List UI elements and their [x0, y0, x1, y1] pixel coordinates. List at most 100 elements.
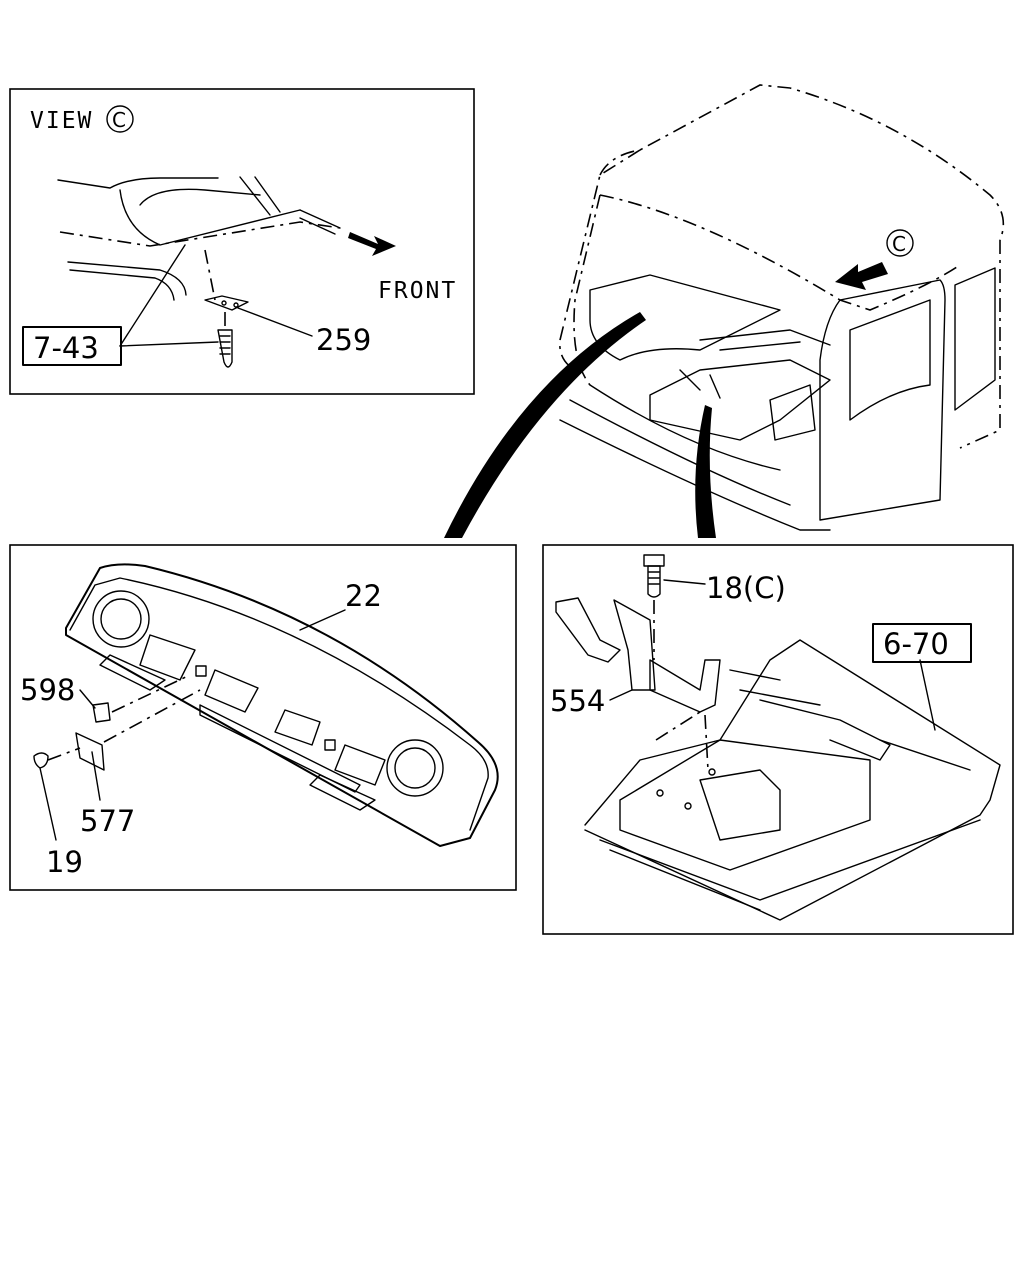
view-title: VIEW — [30, 108, 93, 134]
leader-554 — [609, 689, 633, 701]
bracket-clip — [679, 369, 721, 399]
bracket-554-body — [613, 599, 656, 691]
floor-outline — [584, 639, 1001, 921]
overhead-console — [589, 274, 781, 361]
part-label-554[interactable]: 554 — [550, 684, 605, 718]
roof-edge-line — [57, 177, 219, 189]
part-label-259[interactable]: 259 — [316, 323, 371, 357]
leader-598 — [79, 689, 96, 709]
part-label-18c[interactable]: 18(C) — [706, 571, 786, 605]
leader-259 — [237, 307, 313, 337]
floor-edge — [599, 819, 981, 911]
screw-threads — [219, 335, 231, 355]
bolt-18c-shaft — [647, 565, 661, 598]
seat-back — [769, 384, 816, 441]
leader-22 — [299, 609, 346, 631]
front-label: FRONT — [378, 278, 457, 304]
clip-598 — [92, 702, 111, 723]
leader-7-43-screw — [119, 341, 219, 347]
view-c-marker: C — [106, 105, 134, 133]
console-rail — [199, 704, 361, 793]
roof-rail — [299, 209, 341, 235]
floor-panel: 18(C) 554 6-70 — [542, 544, 1014, 935]
windshield-left — [573, 194, 601, 386]
bracket-554-left — [555, 597, 621, 663]
windshield-top — [599, 194, 961, 311]
bracket-577 — [75, 732, 105, 771]
cab-view-marker-letter: C — [892, 232, 906, 256]
dash-19 — [47, 747, 81, 761]
dash-line — [589, 384, 781, 471]
console-slot-1 — [139, 634, 196, 681]
right-lamp — [386, 739, 444, 797]
left-lamp — [92, 590, 150, 648]
console-slot-2 — [204, 669, 259, 713]
bracket-259 — [204, 295, 249, 311]
ref-box-7-43-label: 7-43 — [33, 331, 99, 365]
leader-19 — [39, 767, 57, 841]
clip-hole — [195, 665, 207, 677]
view-c-frame — [9, 88, 475, 395]
interior-lines — [699, 329, 831, 351]
clip-hole-2 — [324, 739, 336, 751]
lower-trim-line-2 — [69, 269, 175, 301]
floor-rear-step — [759, 699, 891, 761]
ref-box-7-43[interactable] — [22, 326, 122, 366]
cab-left-pillar — [558, 149, 641, 371]
floor-seat-base — [699, 769, 781, 841]
view-c-arrow-icon — [835, 262, 888, 290]
roof-panel-line — [119, 189, 301, 246]
overhead-console-body — [65, 563, 499, 847]
console-inner-edge — [69, 577, 489, 831]
floor-frame — [542, 544, 1014, 935]
view-c-panel: VIEW C FRONT 7-43 259 — [9, 88, 475, 395]
roof-rib-2 — [254, 176, 281, 213]
part-label-598[interactable]: 598 — [20, 673, 75, 707]
screw-7-43 — [217, 329, 233, 368]
roof-dash-line — [59, 221, 341, 247]
pointer-to-floor — [695, 405, 716, 538]
front-arrow-icon — [348, 232, 396, 256]
console-slot-4 — [334, 744, 386, 786]
floor-bracket-area — [649, 359, 831, 441]
cab-illustration: C — [444, 84, 1005, 538]
ref-box-6-70[interactable] — [872, 623, 972, 663]
lower-trim-line — [67, 261, 187, 296]
rear-window — [954, 267, 996, 411]
dash-577 — [103, 689, 201, 743]
bracket-dash — [655, 711, 709, 771]
console-clip-base-2 — [309, 774, 376, 811]
right-lamp-lens — [394, 747, 436, 789]
bolt-18c-head — [643, 554, 665, 567]
roof-rib — [239, 176, 271, 216]
screw-19 — [33, 752, 49, 769]
roof-panel-inner — [139, 188, 261, 206]
pointer-to-console — [444, 312, 646, 538]
door-window — [849, 299, 931, 421]
bracket-554-arm — [649, 659, 721, 713]
part-label-577[interactable]: 577 — [80, 804, 135, 838]
console-panel: 22 598 577 19 — [9, 544, 517, 891]
leader-18c — [663, 579, 706, 585]
console-clip-base — [99, 654, 166, 691]
part-label-22[interactable]: 22 — [345, 579, 382, 613]
left-lamp-lens — [100, 598, 142, 640]
leader-6-70 — [919, 659, 936, 731]
bolt-threads — [648, 571, 660, 585]
dash-598 — [111, 674, 191, 713]
floor-ribs — [729, 669, 971, 771]
part-label-19[interactable]: 19 — [46, 845, 83, 879]
console-frame — [9, 544, 517, 891]
leader-7-43-roof — [119, 244, 186, 347]
cab-roof-outline — [599, 84, 1005, 241]
cab-door — [819, 279, 946, 521]
console-slot-3 — [274, 709, 321, 746]
cab-right-edge — [959, 240, 1001, 449]
cab-view-marker: C — [886, 229, 914, 257]
leader-577 — [91, 751, 101, 801]
view-c-marker-letter: C — [112, 108, 126, 132]
floor-tunnel — [619, 739, 871, 871]
lower-dash-line — [569, 399, 791, 506]
bracket-dash — [204, 249, 216, 301]
